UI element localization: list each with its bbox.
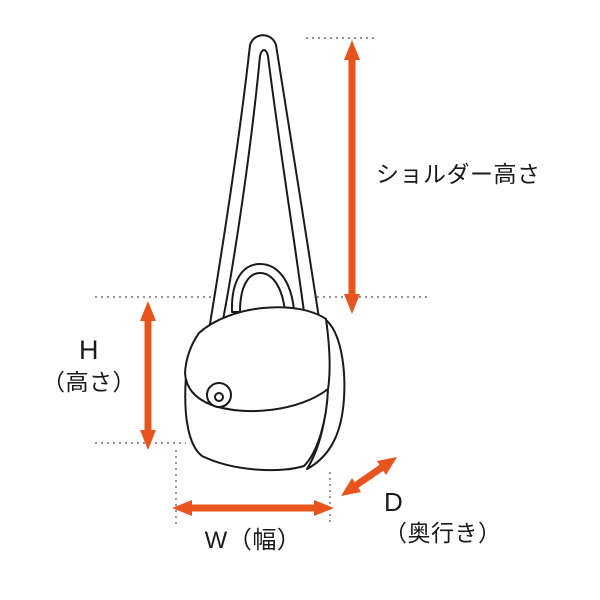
arrowhead-down-icon [344,294,360,314]
depth-arrow-shaft [353,463,386,489]
height-label: H （高さ） [34,334,144,397]
height-arrow [140,301,156,450]
shoulder-height-arrow [344,40,360,314]
depth-arrow [341,457,397,496]
depth-full-label: （奥行き） [384,519,502,546]
height-abbr-label: H [79,335,99,365]
arrowhead-right-icon [314,500,334,516]
arrowhead-up-right-icon [377,457,397,475]
arrowhead-left-icon [172,500,192,516]
depth-label: D （奥行き） [384,486,502,547]
arrowhead-up-icon [140,301,156,321]
arrowhead-down-icon [140,430,156,450]
shoulder-height-label: ショルダー高さ [376,161,541,187]
depth-abbr-label: D [384,487,404,517]
measurement-guide-lines [95,37,428,524]
arrowhead-down-left-icon [341,478,361,496]
height-full-label: （高さ） [42,368,136,395]
width-label: W（幅） [204,527,302,554]
width-arrow [172,500,334,516]
shoulder-strap-inner-edge [222,49,305,321]
arrowhead-up-icon [344,40,360,60]
bag-illustration [184,34,346,472]
measurement-arrows [140,40,397,516]
bag-clasp-center [214,392,224,402]
